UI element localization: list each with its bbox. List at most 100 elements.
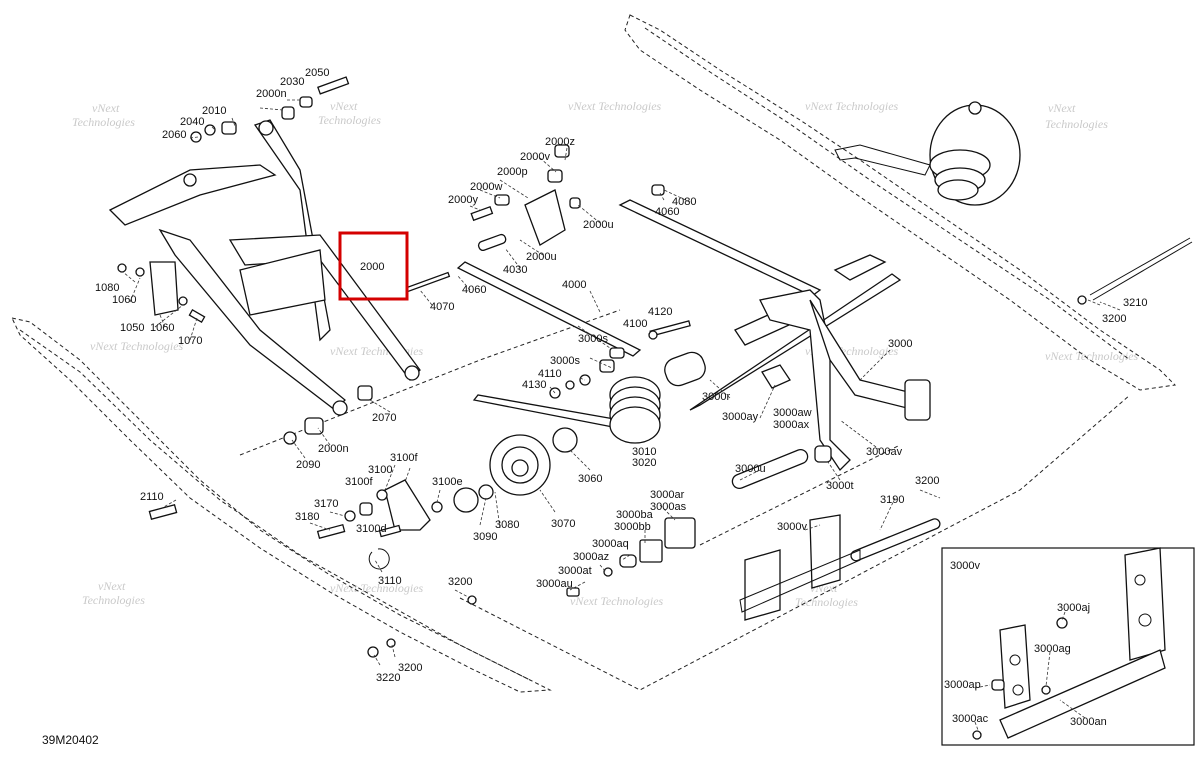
callout-label: 3000ap [944, 679, 981, 691]
callout-label: 3020 [632, 457, 656, 469]
callout-label: 3000ax [773, 419, 810, 431]
callout-label: 2030 [280, 76, 304, 88]
watermark: Technologies [1045, 117, 1108, 131]
watermark: vNext [330, 99, 358, 113]
center-linkage [405, 144, 822, 399]
callout-label: 3000 [888, 338, 912, 350]
callout-label: 3000av [866, 446, 903, 458]
callout-labels: 2050 2030 2000n 2010 2040 2060 2000 4070… [95, 67, 1147, 684]
watermark: vNext [98, 579, 126, 593]
highlight-box-2000 [338, 231, 409, 301]
callout-label: 2000u [583, 219, 614, 231]
callout-label: 1050 [120, 322, 144, 334]
callout-label: 3000s [578, 333, 608, 345]
callout-label: 2060 [162, 129, 186, 141]
watermark: vNext [92, 101, 120, 115]
shock-spring [834, 101, 1021, 206]
callout-label: 3010 [632, 446, 656, 458]
watermark: vNext [1048, 101, 1076, 115]
callout-label: 3190 [880, 494, 904, 506]
hardware-bottom-left [148, 385, 578, 658]
callout-label: 3000at [558, 565, 592, 577]
callout-label: 2000y [448, 194, 478, 206]
callout-label: 3000ay [722, 411, 759, 423]
callout-label: 2000v [520, 151, 550, 163]
watermark: vNext Technologies [1045, 349, 1139, 363]
callout-label: 3200 [398, 662, 422, 674]
callout-label: 3210 [1123, 297, 1147, 309]
callout-label: 1070 [178, 335, 202, 347]
hardware-top-left [117, 76, 350, 323]
callout-label: 2000w [470, 181, 502, 193]
callout-label: 3100f [390, 452, 418, 464]
callout-label: 2090 [296, 459, 320, 471]
callout-label: 3000ba [616, 509, 654, 521]
callout-label: 4110 [538, 368, 562, 380]
callout-label: 3180 [295, 511, 319, 523]
callout-label: 4080 [672, 196, 696, 208]
callout-label: 3000r [702, 391, 730, 403]
inset-panel-3000v: 3000v 3000aj 3000ag 3000ap 3000ac 3000an [941, 547, 1195, 746]
callout-label: 4130 [522, 379, 546, 391]
callout-label: 1060 [112, 294, 136, 306]
callout-label: 3110 [378, 575, 402, 587]
callout-label: 3000ac [952, 713, 989, 725]
watermark: vNext Technologies [805, 99, 899, 113]
callout-label: 3000s [550, 355, 580, 367]
callout-2000: 2000 [360, 261, 384, 273]
callout-label: 3090 [473, 531, 497, 543]
watermarks: vNext Technologies vNext Technologies vN… [72, 99, 1139, 609]
callout-label: 4070 [430, 301, 454, 313]
callout-label: 3200 [915, 475, 939, 487]
callout-label: 3100f [345, 476, 373, 488]
callout-label: 3000u [735, 463, 766, 475]
diagram-reference-number: 39M20402 [42, 733, 99, 747]
watermark: Technologies [318, 113, 381, 127]
watermark: vNext Technologies [570, 594, 664, 608]
inset-title: 3000v [950, 560, 980, 572]
watermark: Technologies [795, 595, 858, 609]
callout-label: 3000t [826, 480, 854, 492]
callout-label: 3000aw [773, 407, 812, 419]
callout-label: 3200 [448, 576, 472, 588]
callout-label: 3170 [314, 498, 338, 510]
callout-label: 2040 [180, 116, 204, 128]
callout-label: 3000an [1070, 716, 1107, 728]
callout-label: 3220 [376, 672, 400, 684]
callout-label: 3100d [356, 523, 387, 535]
callout-label: 2000p [497, 166, 528, 178]
callout-label: 4000 [562, 279, 586, 291]
callout-label: 4060 [655, 206, 679, 218]
callout-label: 1060 [150, 322, 174, 334]
callout-label: 3000ar [650, 489, 685, 501]
callout-label: 3000az [573, 551, 609, 563]
callout-label: 3000v [777, 521, 807, 533]
watermark: Technologies [82, 593, 145, 607]
callout-label: 2070 [372, 412, 396, 424]
callout-label: 2000n [256, 88, 287, 100]
watermark: vNext Technologies [90, 339, 184, 353]
callout-label: 4060 [462, 284, 486, 296]
callout-label: 3000au [536, 578, 573, 590]
callout-label: 3060 [578, 473, 602, 485]
callout-label: 2110 [140, 491, 164, 503]
rear-arm-assembly [108, 119, 421, 416]
callout-label: 2000z [545, 136, 575, 148]
spring-assembly [472, 237, 1193, 562]
bottom-center-parts [566, 514, 861, 621]
callout-label: 3100 [368, 464, 392, 476]
watermark: Technologies [72, 115, 135, 129]
callout-label: 3000ag [1034, 643, 1071, 655]
callout-label: 2000n [318, 443, 349, 455]
callout-label: 3200 [1102, 313, 1126, 325]
callout-label: 3000aq [592, 538, 629, 550]
callout-label: 3080 [495, 519, 519, 531]
callout-label: 4120 [648, 306, 672, 318]
callout-label: 2050 [305, 67, 329, 79]
leader-lines [122, 99, 1121, 666]
callout-label: 2010 [202, 105, 226, 117]
callout-label: 4030 [503, 264, 527, 276]
callout-label: 3000aj [1057, 602, 1090, 614]
callout-label: 3100e [432, 476, 463, 488]
